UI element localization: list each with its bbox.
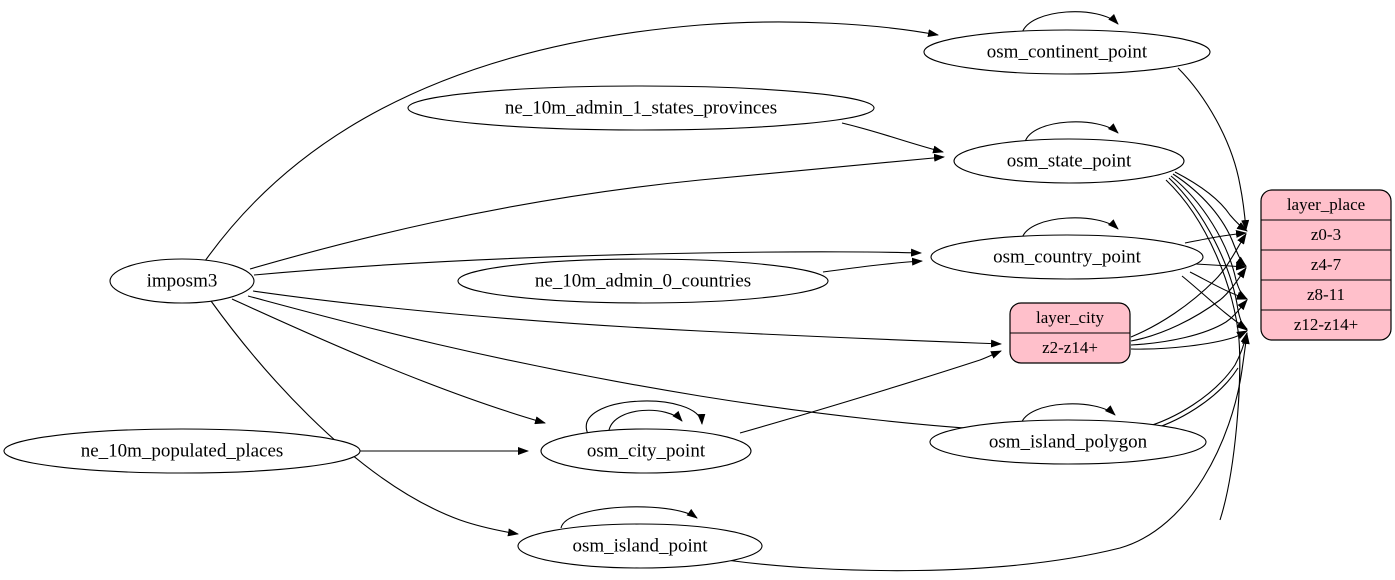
edge-osm_state_point-z0-3 bbox=[1174, 171, 1248, 232]
layer_place-box[interactable] bbox=[1260, 189, 1392, 341]
layer_place-row-z4-7[interactable]: z4-7 bbox=[1311, 255, 1342, 274]
node-ne_10m_populated_places[interactable]: ne_10m_populated_places bbox=[3, 428, 361, 474]
node-layer_city[interactable]: layer_city z2-z14+ bbox=[1009, 302, 1131, 364]
edge-selfloop-osm_country_point bbox=[1021, 217, 1119, 239]
node-ne_10m_admin_0_countries[interactable]: ne_10m_admin_0_countries bbox=[457, 258, 829, 304]
edge-osm_state_point-z8-11 bbox=[1170, 175, 1248, 300]
edge-osm_country_point-z12-z14 bbox=[1181, 275, 1248, 330]
node-label-ne_10m_admin_1_states_provinces: ne_10m_admin_1_states_provinces bbox=[505, 97, 777, 118]
layer_city-row-head: layer_city bbox=[1036, 308, 1104, 327]
edge-ne0-osm_country_point bbox=[822, 257, 923, 273]
edge-osm_city_point-layer_city bbox=[739, 350, 1002, 434]
edge-osm_state_point-z4-7 bbox=[1172, 173, 1247, 267]
node-osm_island_point[interactable]: osm_island_point bbox=[517, 523, 763, 569]
layer_city-row-z2-z14[interactable]: z2-z14+ bbox=[1042, 338, 1098, 357]
edge-osm_island_polygon-z12-z14-b bbox=[1138, 367, 1239, 434]
edge-selfloop-osm_state_point bbox=[1024, 121, 1119, 143]
node-label-osm_country_point: osm_country_point bbox=[993, 246, 1141, 267]
node-imposm3[interactable]: imposm3 bbox=[109, 258, 255, 304]
edge-bundle-strand bbox=[1165, 179, 1241, 521]
node-osm_country_point[interactable]: osm_country_point bbox=[930, 234, 1204, 280]
layer_place-row-z8-11[interactable]: z8-11 bbox=[1307, 285, 1345, 304]
edge-selfloop-osm_city_point-inner bbox=[608, 409, 683, 431]
node-osm_continent_point[interactable]: osm_continent_point bbox=[923, 29, 1211, 75]
node-osm_island_polygon[interactable]: osm_island_polygon bbox=[929, 419, 1207, 465]
edge-layer_city-z4-7 bbox=[1130, 267, 1247, 342]
node-label-osm_island_polygon: osm_island_polygon bbox=[989, 431, 1148, 452]
edge-osm_continent_point-z0-3 bbox=[1177, 67, 1250, 231]
edge-osm_island_polygon-z12-z14 bbox=[1138, 332, 1249, 430]
node-osm_city_point[interactable]: osm_city_point bbox=[540, 428, 752, 474]
node-label-osm_city_point: osm_city_point bbox=[587, 440, 706, 461]
node-osm_state_point[interactable]: osm_state_point bbox=[953, 138, 1185, 184]
edge-imposm3-layer_city bbox=[252, 290, 1002, 348]
node-label-osm_island_point: osm_island_point bbox=[572, 535, 708, 556]
node-label-ne_10m_populated_places: ne_10m_populated_places bbox=[81, 440, 284, 461]
edge-osm_country_point-z4-7 bbox=[1195, 262, 1247, 271]
node-label-osm_state_point: osm_state_point bbox=[1007, 150, 1132, 171]
edge-selfloop-osm_island_point bbox=[560, 506, 698, 529]
edge-layer_city-z8-11 bbox=[1130, 299, 1248, 346]
node-ne_10m_admin_1_states_provinces[interactable]: ne_10m_admin_1_states_provinces bbox=[407, 85, 875, 131]
edge-imposm3-osm_country_point bbox=[253, 248, 922, 276]
layer_place-row-z0-3[interactable]: z0-3 bbox=[1311, 225, 1341, 244]
edge-selfloop-osm_island_polygon bbox=[1020, 403, 1116, 425]
node-label-ne_10m_admin_0_countries: ne_10m_admin_0_countries bbox=[535, 270, 751, 291]
node-layer: imposm3 ne_10m_populated_places ne_10m_a… bbox=[3, 29, 1392, 569]
edge-layer_city-z12-z14 bbox=[1130, 330, 1248, 350]
edge-imposm3-osm_state_point bbox=[249, 153, 945, 270]
edge-selfloop-osm_city_point-outer bbox=[585, 400, 706, 435]
edge-layer bbox=[204, 11, 1250, 572]
node-label-imposm3: imposm3 bbox=[147, 270, 218, 291]
edge-imposm3-osm_continent_point bbox=[204, 21, 939, 262]
layer_place-row-head: layer_place bbox=[1287, 195, 1365, 214]
edge-imposm3-osm_island_point bbox=[210, 300, 519, 537]
node-label-osm_continent_point: osm_continent_point bbox=[987, 41, 1148, 62]
edge-osm_country_point-z8-11 bbox=[1189, 271, 1248, 300]
edge-imposm3-osm_city_point bbox=[231, 298, 546, 425]
layer_place-row-z12-z14[interactable]: z12-z14+ bbox=[1294, 315, 1358, 334]
edge-selfloop-osm_continent_point bbox=[1021, 11, 1119, 34]
edge-imposm3-osm_island_polygon bbox=[247, 295, 997, 434]
edge-osm_island_point-z12-z14 bbox=[725, 333, 1250, 572]
edge-layer_city-z0-3 bbox=[1130, 233, 1247, 338]
edge-ne1-osm_state_point bbox=[841, 122, 944, 154]
node-layer_place[interactable]: layer_place z0-3 z4-7 z8-11 z12-z14+ bbox=[1260, 189, 1392, 341]
